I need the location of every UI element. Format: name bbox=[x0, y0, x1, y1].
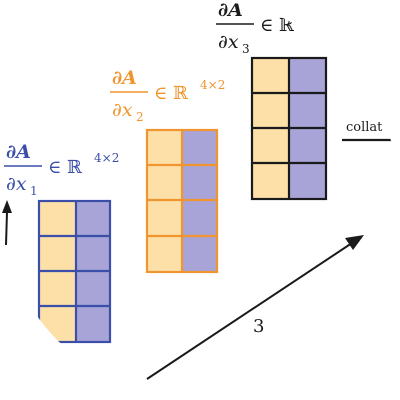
cell-dx1-r2-c2 bbox=[76, 236, 110, 271]
cell-dx3-r4-c1 bbox=[252, 163, 289, 199]
cell-dx2-r2-c1 bbox=[147, 165, 182, 200]
cell-dx3-r2-c2 bbox=[289, 93, 326, 128]
label-dx1-subscript: 1 bbox=[30, 184, 38, 198]
up-arrow-icon bbox=[2, 200, 12, 246]
label-dx3-numerator: ∂A bbox=[218, 0, 243, 21]
label-dx3-set: ∈ ℝ bbox=[260, 15, 295, 36]
label-dx2-denominator: ∂x bbox=[112, 99, 133, 121]
label-dx2-subscript: 2 bbox=[136, 110, 144, 124]
cell-dx3-r2-c1 bbox=[252, 93, 289, 128]
label-dx3-subscript: 3 bbox=[242, 42, 250, 56]
label-dx1-superscript: 4×2 bbox=[94, 151, 119, 165]
cell-dx2-r4-c2 bbox=[182, 236, 217, 272]
cell-dx3-r1-c1 bbox=[252, 58, 289, 93]
cell-dx1-r2-c1 bbox=[39, 236, 76, 271]
label-dx2-superscript: 4×2 bbox=[200, 78, 225, 92]
label-dx1-denominator: ∂x bbox=[6, 173, 27, 195]
cell-dx3-r3-c1 bbox=[252, 128, 289, 163]
matrix-dx2 bbox=[145, 128, 219, 274]
label-dx2: ∂A ∂x 2 ∈ ℝ 4×2 bbox=[110, 67, 225, 124]
cell-dx2-r3-c2 bbox=[182, 200, 217, 236]
cell-dx3-r3-c2 bbox=[289, 128, 326, 163]
label-dx1: ∂A ∂x 1 ∈ ℝ 4×2 bbox=[4, 141, 119, 198]
label-dx1-numerator: ∂A bbox=[6, 141, 31, 163]
cell-dx3-r4-c2 bbox=[289, 163, 326, 199]
cell-dx3-r1-c2 bbox=[289, 58, 326, 93]
matrix-dx3 bbox=[250, 56, 328, 201]
side-label: collat bbox=[346, 120, 383, 135]
cell-dx1-r3-c2 bbox=[76, 271, 110, 306]
cell-dx2-r3-c1 bbox=[147, 200, 182, 236]
label-dx3-denominator: ∂x bbox=[218, 31, 239, 53]
arrow-label: 3 bbox=[253, 316, 264, 337]
cell-dx1-r1-c1 bbox=[39, 201, 76, 236]
label-dx3: ∂A ∂x 3 ∈ ℝ bbox=[216, 0, 295, 56]
diagonal-arrow-icon bbox=[146, 235, 364, 380]
cell-dx1-r1-c2 bbox=[76, 201, 110, 236]
label-dx2-set: ∈ ℝ bbox=[154, 83, 189, 104]
cell-dx1-r4-c2 bbox=[76, 306, 110, 342]
label-dx1-set: ∈ ℝ bbox=[48, 157, 83, 178]
cell-dx2-r4-c1 bbox=[147, 236, 182, 272]
cell-dx2-r1-c2 bbox=[182, 130, 217, 165]
label-dx2-numerator: ∂A bbox=[112, 67, 137, 89]
cell-dx1-r3-c1 bbox=[39, 271, 76, 306]
cell-dx2-r2-c2 bbox=[182, 165, 217, 200]
cell-dx2-r1-c1 bbox=[147, 130, 182, 165]
matrix-dx1 bbox=[37, 199, 112, 344]
